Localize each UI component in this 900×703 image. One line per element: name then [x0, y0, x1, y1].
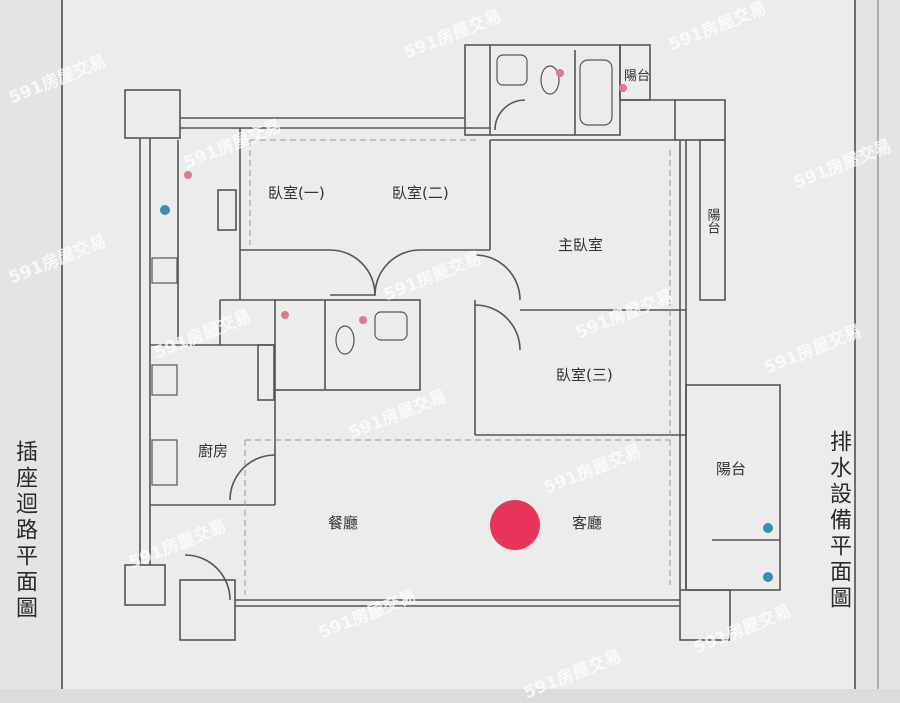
toilet-icon [335, 325, 355, 355]
sink-icon [151, 364, 178, 396]
left-title: 插座迴路平面圖 [12, 440, 37, 622]
label-balcony-side: 陽台 [705, 208, 720, 234]
label-kitchen: 廚房 [198, 442, 228, 460]
label-bedroom3: 臥室(三) [556, 366, 613, 384]
label-master-bedroom: 主臥室 [558, 236, 603, 254]
walls [124, 44, 781, 641]
sink-icon [496, 54, 528, 86]
stove-icon [151, 257, 178, 284]
label-dining: 餐廳 [328, 514, 358, 532]
label-bedroom1: 臥室(一) [268, 184, 325, 202]
label-living: 客廳 [572, 514, 602, 532]
bathtub-icon [579, 59, 613, 126]
fixtures [151, 54, 773, 582]
location-marker [490, 500, 540, 550]
label-balcony-top: 陽台 [624, 69, 650, 84]
label-bedroom2: 臥室(二) [392, 184, 449, 202]
circuit-lines [244, 139, 671, 595]
label-balcony: 陽台 [716, 460, 746, 478]
toilet-icon [540, 65, 560, 95]
sink-icon [151, 439, 178, 486]
right-title: 排水設備平面圖 [826, 430, 851, 612]
sink-icon [374, 311, 408, 341]
